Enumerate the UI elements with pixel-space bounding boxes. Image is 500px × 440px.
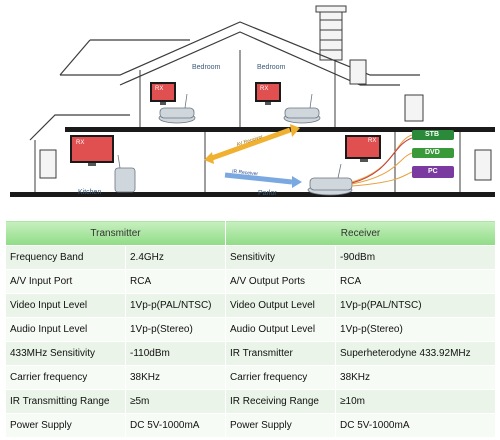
- rx-value: Superheterodyne 433.92MHz: [335, 341, 497, 366]
- receiver-icon: [283, 93, 321, 124]
- roof: [29, 21, 420, 141]
- receiver-icon: [114, 154, 136, 193]
- house-illustration: Bedroom Bedroom Kitchen Parlor AV Receiv…: [0, 0, 500, 210]
- tx-value: 1Vp-p(Stereo): [124, 317, 227, 342]
- rx-value: DC 5V-1000mA: [335, 413, 497, 438]
- table-row: Video Input Level 1Vp-p(PAL/NTSC) Video …: [5, 293, 497, 318]
- rx-param: Video Output Level: [225, 293, 337, 318]
- floor-slab-upper: [65, 127, 495, 132]
- dvd-device: [412, 148, 454, 158]
- table-row: IR Transmitting Range ≥5m IR Receiving R…: [5, 389, 497, 414]
- room-label-parlor: Parlor: [258, 190, 277, 197]
- walls: [34, 50, 492, 195]
- table-row: A/V Input Port RCA A/V Output Ports RCA: [5, 269, 497, 294]
- rx-value: 1Vp-p(Stereo): [335, 317, 497, 342]
- receiver-icon: [158, 93, 196, 124]
- tv-brand-label: RX: [260, 86, 269, 92]
- floor-slab-ground: [10, 192, 495, 197]
- tx-value: 1Vp-p(PAL/NTSC): [124, 293, 227, 318]
- tv-icon: [150, 82, 176, 105]
- pc-device: [412, 166, 454, 178]
- rx-param: IR Transmitter: [225, 341, 337, 366]
- table-row: 433MHz Sensitivity -110dBm IR Transmitte…: [5, 341, 497, 366]
- rx-param: Sensitivity: [225, 245, 337, 270]
- cables: [351, 137, 413, 184]
- tx-value: RCA: [124, 269, 227, 294]
- rx-param: IR Receiving Range: [225, 389, 337, 414]
- transmitter-header: Transmitter: [4, 220, 227, 246]
- tx-value: 38KHz: [124, 365, 227, 390]
- rx-value: ≥10m: [335, 389, 497, 414]
- rx-param: A/V Output Ports: [225, 269, 337, 294]
- tv-brand-label: RX: [368, 138, 377, 144]
- pc-label: PC: [428, 168, 438, 175]
- rx-value: 38KHz: [335, 365, 497, 390]
- tx-value: -110dBm: [124, 341, 227, 366]
- tv-icon: [70, 135, 114, 166]
- dvd-label: DVD: [425, 149, 440, 156]
- transmitter-icon: [307, 163, 353, 196]
- tx-value: DC 5V-1000mA: [124, 413, 227, 438]
- tx-param: A/V Input Port: [5, 269, 126, 294]
- stb-device: [412, 130, 454, 140]
- table-row: Audio Input Level 1Vp-p(Stereo) Audio Ou…: [5, 317, 497, 342]
- tx-param: Frequency Band: [5, 245, 126, 270]
- chimney: [315, 5, 347, 61]
- tv-brand-label: RX: [76, 140, 85, 146]
- tx-param: Carrier frequency: [5, 365, 126, 390]
- tx-param: IR Transmitting Range: [5, 389, 126, 414]
- rx-value: 1Vp-p(PAL/NTSC): [335, 293, 497, 318]
- wireless-arrow: [204, 124, 300, 164]
- wireless-arrow: [224, 172, 302, 188]
- stb-label: STB: [425, 131, 439, 138]
- table-row: Frequency Band 2.4GHz Sensitivity -90dBm: [5, 245, 497, 270]
- room-label-kitchen: Kitchen: [78, 189, 102, 196]
- receiver-header: Receiver: [225, 220, 497, 246]
- room-label-bedroom-right: Bedroom: [257, 64, 286, 71]
- rx-value: RCA: [335, 269, 497, 294]
- table-row: Power Supply DC 5V-1000mA Power Supply D…: [5, 413, 497, 438]
- rx-param: Carrier frequency: [225, 365, 337, 390]
- tx-param: Video Input Level: [5, 293, 126, 318]
- room-label-bedroom-left: Bedroom: [192, 64, 221, 71]
- rx-param: Audio Output Level: [225, 317, 337, 342]
- tv-icon: [255, 82, 281, 105]
- tx-value: ≥5m: [124, 389, 227, 414]
- table-header-row: Transmitter Receiver: [4, 220, 497, 246]
- tv-icon: [345, 135, 381, 162]
- tx-value: 2.4GHz: [124, 245, 227, 270]
- spec-table: Transmitter Receiver Frequency Band 2.4G…: [4, 220, 497, 438]
- tx-param: 433MHz Sensitivity: [5, 341, 126, 366]
- rx-value: -90dBm: [335, 245, 497, 270]
- house-diagram: [10, 5, 495, 197]
- tv-brand-label: RX: [155, 86, 164, 92]
- tx-param: Power Supply: [5, 413, 126, 438]
- rx-param: Power Supply: [225, 413, 337, 438]
- tx-param: Audio Input Level: [5, 317, 126, 342]
- table-row: Carrier frequency 38KHz Carrier frequenc…: [5, 365, 497, 390]
